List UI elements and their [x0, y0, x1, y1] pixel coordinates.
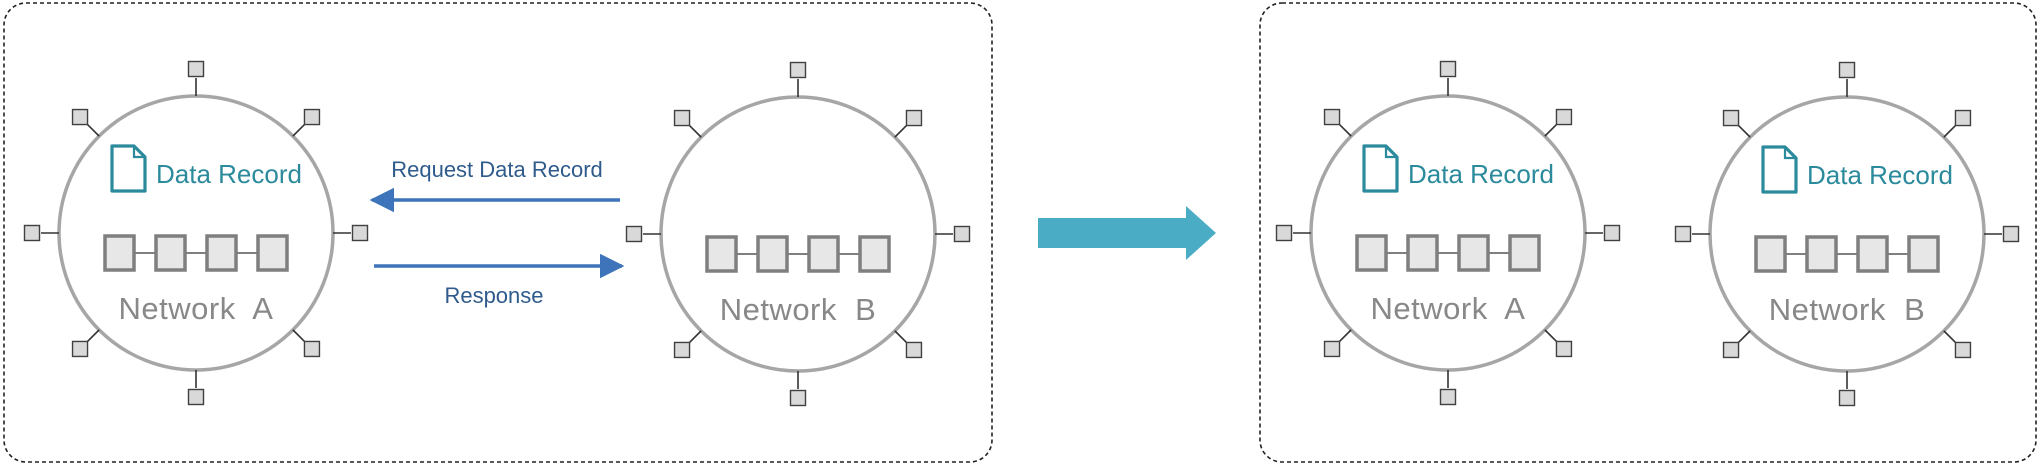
node-link	[1736, 123, 1751, 138]
network-circle	[57, 94, 335, 372]
node-link	[894, 330, 909, 345]
network-circle	[1309, 94, 1587, 372]
chain-block	[807, 235, 840, 273]
network-label: Network B	[1769, 292, 1926, 327]
node-link	[687, 330, 702, 345]
peripheral-node	[303, 340, 321, 358]
right-panel-frame	[1259, 2, 2037, 463]
peripheral-node	[2002, 225, 2020, 243]
peripheral-node	[953, 225, 971, 243]
chain-block	[705, 235, 738, 273]
chain-block	[1457, 234, 1490, 272]
chain-block	[1907, 235, 1940, 273]
peripheral-node	[1323, 108, 1341, 126]
data-record-label: Data Record	[1807, 160, 1953, 190]
chain-block	[1355, 234, 1388, 272]
right-arrow-icon	[1038, 206, 1216, 260]
node-link	[1544, 122, 1559, 137]
network-b-left: Network B	[625, 61, 971, 407]
peripheral-node	[1722, 341, 1740, 359]
chain-block	[1805, 235, 1838, 273]
node-link	[1943, 330, 1958, 345]
left-panel-frame	[3, 2, 993, 463]
network-label: Network B	[720, 292, 877, 327]
data-record-label: Data Record	[156, 159, 302, 189]
node-link	[1544, 329, 1559, 344]
peripheral-node	[351, 224, 369, 242]
chain-block	[1508, 234, 1541, 272]
chain-block	[756, 235, 789, 273]
chain-block	[256, 234, 289, 272]
node-link	[1337, 122, 1352, 137]
peripheral-node	[1674, 225, 1692, 243]
network-circle	[659, 95, 937, 373]
request-label: Request Data Record	[391, 157, 603, 182]
node-link	[1736, 330, 1751, 345]
peripheral-node	[1954, 109, 1972, 127]
document-icon	[110, 144, 147, 193]
chain-block	[205, 234, 238, 272]
data-record-label: Data Record	[1408, 159, 1554, 189]
peripheral-node	[673, 341, 691, 359]
peripheral-node	[625, 225, 643, 243]
peripheral-node	[71, 340, 89, 358]
peripheral-node	[1555, 340, 1573, 358]
chain-block	[1406, 234, 1439, 272]
document-icon	[1761, 145, 1798, 194]
network-label: Network A	[1371, 291, 1526, 326]
document-fold	[1783, 147, 1796, 160]
node-link	[85, 122, 100, 137]
document-fold	[1384, 146, 1397, 159]
network-circle	[1708, 95, 1986, 373]
node-link	[1337, 329, 1352, 344]
chain-block	[154, 234, 187, 272]
node-link	[687, 123, 702, 138]
peripheral-node	[1439, 60, 1457, 78]
peripheral-node	[905, 109, 923, 127]
node-link	[292, 122, 307, 137]
peripheral-node	[1323, 340, 1341, 358]
peripheral-node	[1275, 224, 1293, 242]
peripheral-node	[23, 224, 41, 242]
node-link	[894, 123, 909, 138]
network-label: Network A	[119, 291, 274, 326]
chain-block	[1754, 235, 1787, 273]
peripheral-node	[789, 389, 807, 407]
response-label: Response	[444, 283, 543, 308]
chain-block	[103, 234, 136, 272]
document-icon	[1362, 144, 1399, 193]
peripheral-node	[789, 61, 807, 79]
peripheral-node	[1954, 341, 1972, 359]
peripheral-node	[1838, 61, 1856, 79]
peripheral-node	[1555, 108, 1573, 126]
peripheral-node	[905, 341, 923, 359]
node-link	[1943, 123, 1958, 138]
peripheral-node	[1439, 388, 1457, 406]
peripheral-node	[1722, 109, 1740, 127]
peripheral-node	[1838, 389, 1856, 407]
peripheral-node	[187, 388, 205, 406]
peripheral-node	[1603, 224, 1621, 242]
chain-block	[1856, 235, 1889, 273]
peripheral-node	[71, 108, 89, 126]
peripheral-node	[187, 60, 205, 78]
chain-block	[858, 235, 891, 273]
document-fold	[132, 146, 145, 159]
node-link	[292, 329, 307, 344]
node-link	[85, 329, 100, 344]
peripheral-node	[673, 109, 691, 127]
peripheral-node	[303, 108, 321, 126]
